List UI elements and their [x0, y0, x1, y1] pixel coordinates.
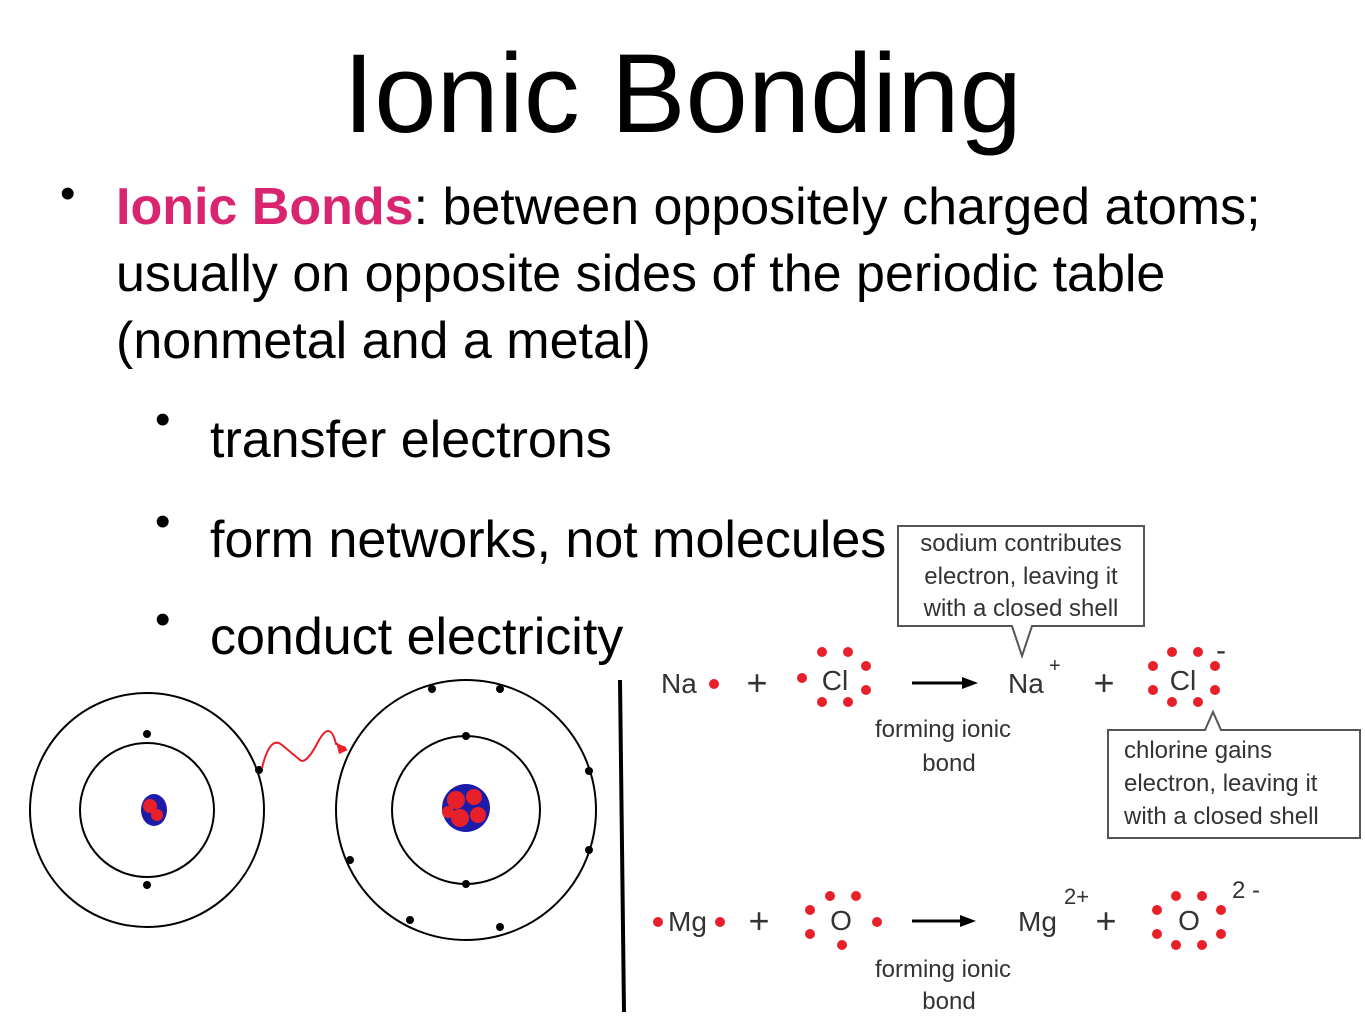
sodium-atom: [29, 692, 265, 928]
callout-bottom-line-1: chlorine gains: [1124, 737, 1272, 764]
plus-sign: +: [1095, 900, 1116, 941]
plus-sign: +: [746, 662, 767, 703]
chlorine-nucleus: [442, 784, 490, 832]
plus-sign: +: [748, 900, 769, 941]
divider-line: [618, 679, 626, 1013]
callout-bottom-line-3: with a closed shell: [1123, 803, 1319, 830]
sub-bullet-dot: •: [155, 497, 171, 546]
o-ion-label: O: [1178, 905, 1200, 936]
forming-bond-label-line-1: forming ionic: [875, 956, 1011, 983]
electron-transfer-arrow: [261, 730, 347, 769]
bullet-term: Ionic Bonds: [116, 178, 414, 236]
cl-ion-label: Cl: [1170, 665, 1196, 696]
bullet-dot: •: [60, 169, 76, 218]
chlorine-atom: [335, 679, 597, 941]
mg-ion-label: Mg: [1018, 906, 1057, 937]
o-ion-charge: 2 -: [1232, 877, 1260, 904]
sub-bullet-dot: •: [155, 595, 171, 644]
forming-bond-label-line-2: bond: [922, 988, 975, 1015]
mg-label: Mg: [668, 906, 707, 937]
sub-bullet-2: form networks, not molecules: [210, 511, 887, 569]
callout-top-line-3: with a closed shell: [923, 595, 1119, 622]
cl-ion-charge: -: [1216, 634, 1226, 667]
arrow-head: [336, 742, 348, 754]
reaction-sodium-chloride: Na + Cl Na + + Cl - forming ionic bond: [661, 634, 1226, 777]
o-label: O: [830, 905, 852, 936]
chlorine-callout: chlorine gains electron, leaving it with…: [1107, 709, 1361, 839]
sub-bullet-dot: •: [155, 395, 171, 444]
reaction-magnesium-oxide: Mg + O Mg 2+ + O 2 - forming ionic bond: [653, 877, 1260, 1015]
forming-bond-label-line-2: bond: [922, 750, 975, 777]
callout-top-line-2: electron, leaving it: [924, 563, 1118, 590]
callout-bottom-line-2: electron, leaving it: [1124, 770, 1318, 797]
bullet-definition: : between oppositely charged atoms; usua…: [116, 178, 1261, 370]
plus-sign: +: [1093, 662, 1114, 703]
na-label: Na: [661, 668, 697, 699]
sodium-callout: sodium contributes electron, leaving it …: [897, 525, 1145, 660]
sodium-nucleus: [141, 794, 167, 826]
sub-bullet-1: transfer electrons: [210, 411, 612, 469]
callout-top-line-1: sodium contributes: [920, 530, 1121, 557]
forming-bond-label-line-1: forming ionic: [875, 716, 1011, 743]
mg-ion-charge: 2+: [1064, 884, 1089, 909]
sub-bullet-3: conduct electricity: [210, 608, 624, 666]
slide-title: Ionic Bonding: [343, 31, 1022, 156]
cl-label: Cl: [822, 665, 848, 696]
na-ion-label: Na: [1008, 668, 1044, 699]
main-bullet: Ionic Bonds: between oppositely charged …: [116, 174, 1346, 375]
na-ion-charge: +: [1049, 655, 1061, 677]
